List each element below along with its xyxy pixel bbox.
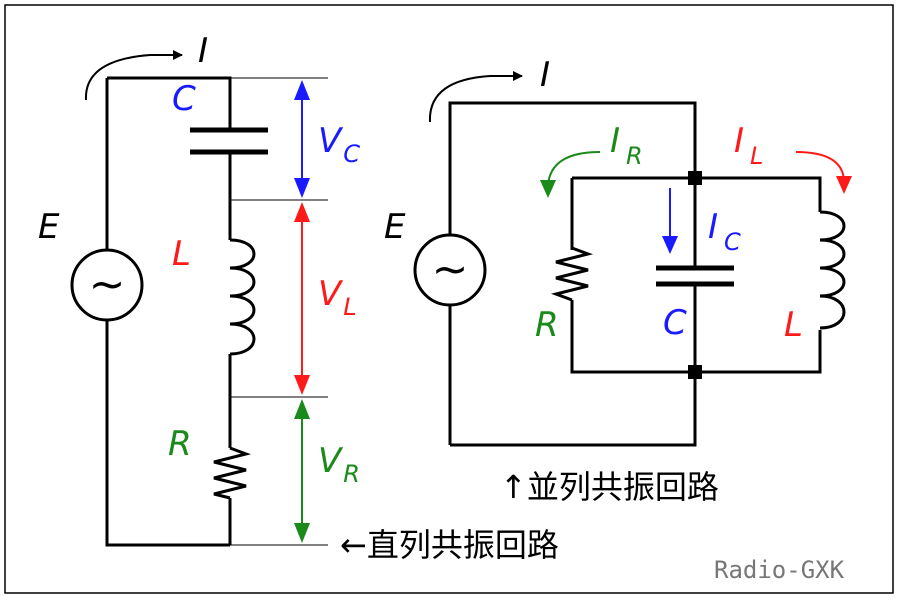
series-resistor-zigzag <box>213 446 252 500</box>
series-capacitor-label: C <box>172 79 196 119</box>
parallel-current-label: I <box>540 55 550 95</box>
parallel-caption: ↑並列共振回路 <box>500 468 719 506</box>
parallel-ic-arrow-head <box>662 236 678 254</box>
parallel-inductor-label: L <box>784 305 803 345</box>
parallel-inductor-coil <box>819 210 846 330</box>
parallel-current-arrow <box>428 71 523 123</box>
series-vl-arrow-head-top <box>294 202 310 222</box>
parallel-wire-inner <box>570 176 822 374</box>
parallel-inductor-gap <box>810 212 830 330</box>
series-caption: ←直列共振回路 <box>340 526 559 564</box>
series-vr-arrow-head-bottom <box>294 523 310 543</box>
series-resistor-label: R <box>168 424 192 464</box>
parallel-junction-bottom <box>688 365 702 379</box>
series-source-tilde: ~ <box>89 259 126 310</box>
parallel-resistor-zigzag <box>550 246 594 302</box>
parallel-capacitor-gap <box>685 268 705 284</box>
series-vr-arrow-head-top <box>294 399 310 419</box>
parallel-resistor-label: R <box>535 305 559 345</box>
parallel-source-tilde: ~ <box>432 244 469 295</box>
series-vc-label: VC <box>318 121 360 168</box>
parallel-ir-arrow <box>547 151 601 187</box>
watermark: Radio-GXK <box>714 556 845 584</box>
series-inductor-label: L <box>172 234 191 274</box>
series-current-label: I <box>198 31 208 71</box>
parallel-source-label: E <box>384 207 406 247</box>
parallel-ir-arrow-head <box>540 180 556 198</box>
series-vl-arrow-head-bottom <box>294 375 310 395</box>
series-source-label: E <box>38 207 60 247</box>
series-vl-label: VL <box>318 274 357 321</box>
series-vr-label: VR <box>318 441 360 488</box>
series-vc-arrow-head-bottom <box>294 178 310 198</box>
parallel-junction-top <box>688 171 702 185</box>
series-source-symbol <box>70 248 144 322</box>
series-wire-left <box>105 78 230 547</box>
series-circuit: ~ E I C L R VC VL VR <box>38 31 559 564</box>
series-wire-top <box>107 76 232 130</box>
series-vc-arrow-head-top <box>294 80 310 100</box>
series-current-arrow <box>84 50 183 101</box>
parallel-source-symbol <box>413 233 487 307</box>
outer-border <box>4 4 894 594</box>
parallel-capacitor-label: C <box>663 303 687 343</box>
parallel-il-arrow-head <box>836 176 852 194</box>
parallel-wire-outer <box>448 101 697 447</box>
parallel-il-arrow <box>795 151 845 181</box>
series-inductor-coil <box>229 238 256 356</box>
